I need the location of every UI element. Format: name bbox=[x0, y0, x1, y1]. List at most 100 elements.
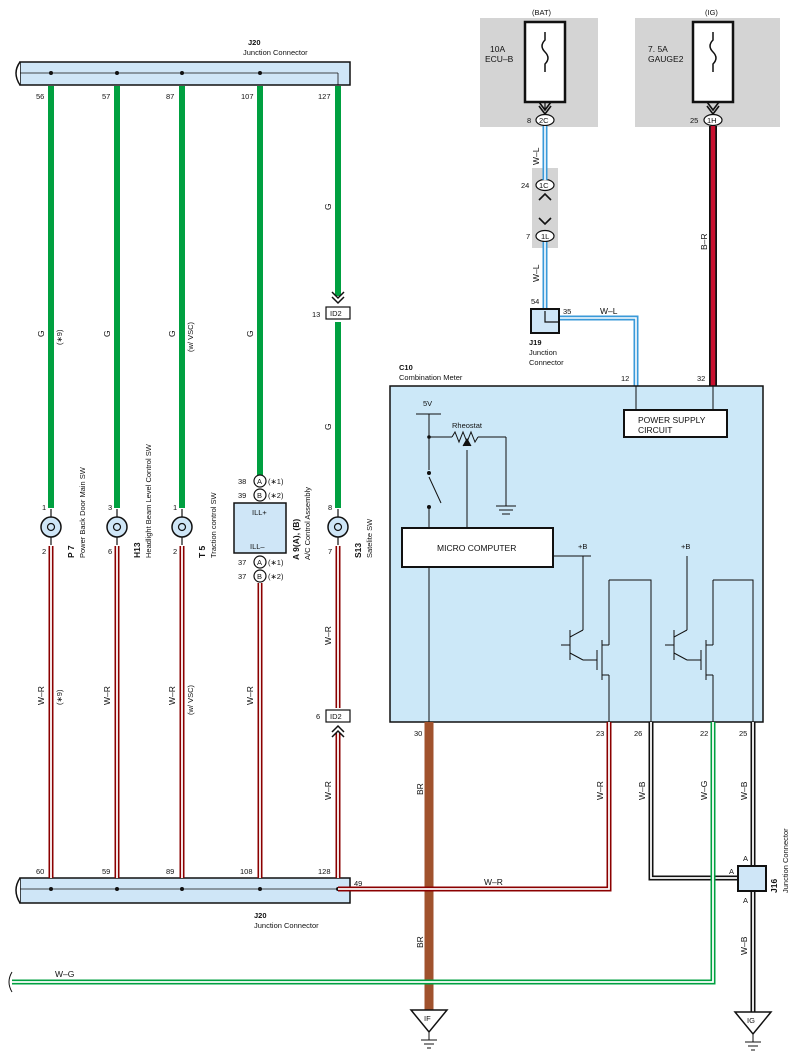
wire-label-wb-26: W–B bbox=[637, 781, 647, 800]
pin-57: 57 bbox=[102, 92, 110, 101]
j19-line2: Connector bbox=[529, 358, 564, 367]
id2-upper-code: ID2 bbox=[330, 309, 342, 318]
h13-name: Headlight Beam Level Control SW bbox=[144, 443, 153, 558]
meter-pin-30: 30 bbox=[414, 729, 422, 738]
ground-if-label: IF bbox=[424, 1014, 431, 1023]
inline-upper-code: 1C bbox=[539, 181, 549, 190]
ac-pin2-tag: B bbox=[257, 491, 262, 500]
j16-code: J16 bbox=[769, 879, 779, 893]
wire-label-wr-23: W–R bbox=[595, 781, 605, 800]
wire-label-wg-bottom: W–G bbox=[55, 969, 74, 979]
wl-wire-labels: W–L W–L W–L bbox=[531, 147, 618, 316]
meter-name: Combination Meter bbox=[399, 373, 463, 382]
j16-connector bbox=[737, 865, 767, 892]
fuse-ig bbox=[635, 18, 780, 127]
power-supply-line1: POWER SUPPLY bbox=[638, 415, 706, 425]
switch-t5 bbox=[171, 509, 193, 545]
t5-name: Traction control SW bbox=[209, 492, 218, 558]
j16-name: Junction Connector bbox=[781, 828, 790, 893]
meter-pin-26: 26 bbox=[634, 729, 642, 738]
inline-connector-1c-1l bbox=[532, 168, 558, 248]
id2-upper-connector bbox=[325, 291, 351, 320]
ac-pin4-tag: B bbox=[257, 572, 262, 581]
fuse-ig-rating: 7. 5A bbox=[648, 44, 668, 54]
wire-label-wl-1: W–L bbox=[531, 147, 541, 165]
wr-wire-labels-left: W–R (∗9) W–R W–R (w/ VSC) W–R W–R W–R bbox=[36, 626, 333, 800]
micro-computer-label: MICRO COMPUTER bbox=[437, 543, 516, 553]
ground-if bbox=[409, 1009, 449, 1049]
wire-label-wl-2: W–L bbox=[531, 264, 541, 282]
wire-label-g-2: G bbox=[102, 330, 112, 337]
fuse-ig-source: (IG) bbox=[705, 8, 718, 17]
ac-pin2-num: 39 bbox=[238, 491, 246, 500]
micro-computer bbox=[401, 527, 554, 568]
wire-label-wb-25: W–B bbox=[739, 781, 749, 800]
switch-h13 bbox=[106, 509, 128, 545]
pin-49: 49 bbox=[354, 879, 362, 888]
wire-note-9-bottom: (∗9) bbox=[55, 689, 64, 705]
wr-wire-49-to-23 bbox=[338, 722, 612, 892]
plus-b-1: +B bbox=[578, 542, 587, 551]
j19-line1: Junction bbox=[529, 348, 557, 357]
fuse-bat-source: (BAT) bbox=[532, 8, 552, 17]
wire-label-wr-3: W–R bbox=[167, 686, 177, 705]
wl-wires bbox=[542, 126, 639, 386]
meter-5v: 5V bbox=[423, 399, 432, 408]
inline-lower-code: 1L bbox=[541, 232, 549, 241]
fuse-bat bbox=[480, 18, 598, 127]
wire-label-br-2: BR bbox=[415, 936, 425, 948]
pin-107: 107 bbox=[241, 92, 254, 101]
j20-bottom-name: Junction Connector bbox=[254, 921, 319, 930]
pin-60: 60 bbox=[36, 867, 44, 876]
meter-code: C10 bbox=[399, 363, 413, 372]
ac-pin2-note: (∗2) bbox=[268, 491, 284, 500]
wire-note-vsc-bottom: (w/ VSC) bbox=[186, 684, 195, 715]
j19-pin-out: 35 bbox=[563, 307, 571, 316]
wire-label-wr-49: W–R bbox=[484, 877, 503, 887]
wire-label-br-1: BR bbox=[415, 783, 425, 795]
switch-p7 bbox=[40, 509, 62, 545]
ac-pin1-tag: A bbox=[257, 477, 262, 486]
s13-pin-bot: 7 bbox=[328, 547, 332, 556]
pin-56: 56 bbox=[36, 92, 44, 101]
ac-code: A 9(A), (B) bbox=[291, 519, 301, 560]
rheostat-circuit bbox=[416, 413, 516, 528]
ac-ill-plus: ILL+ bbox=[252, 508, 267, 517]
fuse-ig-name: GAUGE2 bbox=[648, 54, 684, 64]
junction-bar-top bbox=[15, 61, 351, 86]
s13-name: Satelite SW bbox=[365, 518, 374, 558]
id2-lower-connector bbox=[325, 709, 351, 738]
fuse-bat-rating: 10A bbox=[490, 44, 505, 54]
pin-89: 89 bbox=[166, 867, 174, 876]
wire-label-wr-1: W–R bbox=[36, 686, 46, 705]
switch-s13 bbox=[327, 509, 349, 545]
j16-pin-a-bottom: A bbox=[743, 896, 748, 905]
h13-code: H13 bbox=[132, 542, 142, 558]
power-supply-line2: CIRCUIT bbox=[638, 425, 672, 435]
wire-label-br-ig: B–R bbox=[699, 233, 709, 250]
ground-ig bbox=[733, 1011, 773, 1051]
p7-pin-top: 1 bbox=[42, 503, 46, 512]
id2-lower-num: 6 bbox=[316, 712, 320, 721]
inline-lower-num: 7 bbox=[526, 232, 530, 241]
wire-label-g-4: G bbox=[245, 330, 255, 337]
wire-label-wl-3: W–L bbox=[600, 306, 618, 316]
ac-pin3-tag: A bbox=[257, 558, 262, 567]
ground-ig-label: IG bbox=[747, 1016, 755, 1025]
ac-pin1-note: (∗1) bbox=[268, 477, 284, 486]
power-supply-circuit bbox=[623, 386, 728, 438]
s13-code: S13 bbox=[353, 543, 363, 558]
wire-label-wg-22: W–G bbox=[699, 781, 709, 800]
h13-pin-bot: 6 bbox=[108, 547, 112, 556]
j19-code: J19 bbox=[529, 338, 542, 347]
j20-top-code: J20 bbox=[248, 38, 261, 47]
transistor-circuits bbox=[428, 555, 754, 722]
pin-128: 128 bbox=[318, 867, 331, 876]
j20-bottom-code: J20 bbox=[254, 911, 267, 920]
t5-pin-bot: 2 bbox=[173, 547, 177, 556]
ac-name: A/C Control Assembly bbox=[303, 487, 312, 560]
meter-bottom-pins: 30 23 26 22 25 bbox=[414, 729, 747, 738]
meter-pin-23: 23 bbox=[596, 729, 604, 738]
j16-pin-a-top: A bbox=[743, 854, 748, 863]
